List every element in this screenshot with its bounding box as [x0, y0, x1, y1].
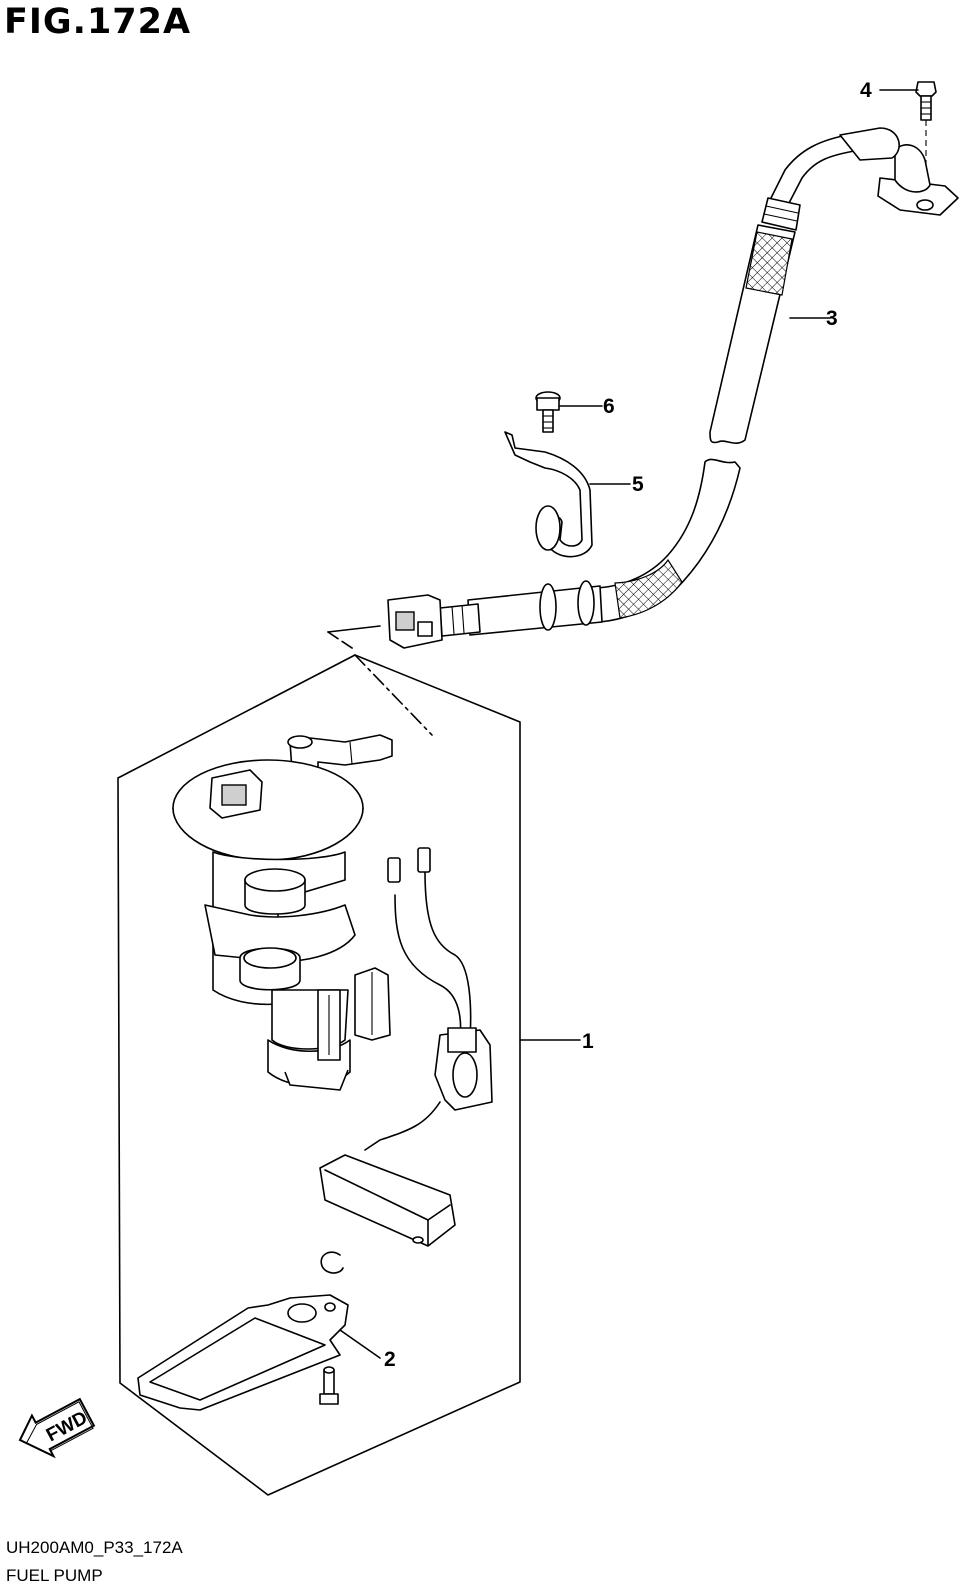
- figure-title: FIG.172A: [4, 2, 192, 42]
- assembly-outline-box: [117, 625, 521, 1496]
- clamp-bracket-part-5[interactable]: [504, 431, 631, 558]
- fuel-hose-part-3[interactable]: [709, 127, 959, 444]
- callout-4: 4: [860, 79, 872, 102]
- callout-2: 2: [384, 1348, 396, 1371]
- fuel-hose-lower[interactable]: [387, 458, 741, 649]
- callout-3: 3: [826, 307, 838, 330]
- fuel-filter-part-2[interactable]: [137, 1251, 381, 1411]
- figure-description: FUEL PUMP: [6, 1566, 103, 1585]
- fwd-direction-arrow: FWD: [18, 1397, 96, 1459]
- callout-6: 6: [603, 395, 615, 418]
- bolt-part-4[interactable]: [915, 81, 937, 200]
- callout-5: 5: [632, 473, 644, 496]
- callout-1: 1: [582, 1030, 594, 1053]
- bolt-part-6[interactable]: [535, 391, 603, 433]
- fuel-pump-assembly-part-1[interactable]: [172, 734, 581, 1247]
- figure-code: UH200AM0_P33_172A: [6, 1538, 183, 1557]
